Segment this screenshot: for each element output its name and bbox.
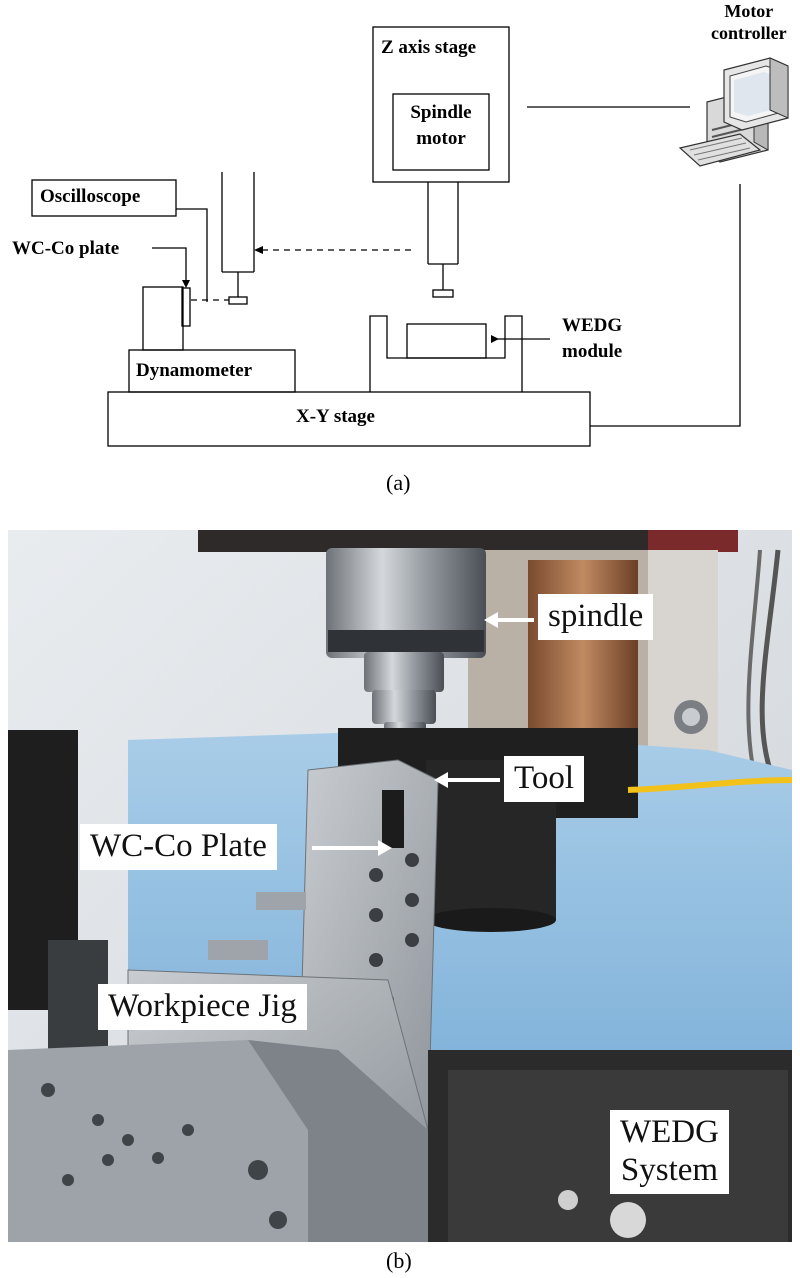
schematic-diagram: Motor controller Z axis stage Spindle mo… <box>0 0 800 500</box>
wedg-module-box <box>406 323 487 359</box>
caption-a: (a) <box>386 470 411 495</box>
wc-co-plate-label: WC-Co plate <box>12 238 120 259</box>
computer-icon <box>678 57 789 167</box>
wedg-frame <box>369 315 523 392</box>
tool-right-tip <box>432 289 454 298</box>
schematic-drawing <box>31 26 789 447</box>
dynamometer-box <box>128 349 296 393</box>
oscilloscope-label: Oscilloscope <box>40 186 141 207</box>
experimental-setup-photo: spindle Tool WC-Co Plate Workpiece Jig W… <box>8 530 792 1242</box>
controller-to-xy-line <box>590 184 741 427</box>
wedg-system-callout: WEDG System <box>610 1110 729 1194</box>
z-axis-stage-box <box>372 26 510 183</box>
motor-controller-label: Motor controller <box>711 1 787 43</box>
plate-holder-block <box>142 286 184 351</box>
xy-stage-box <box>107 391 591 447</box>
xy-stage-label: X-Y stage <box>296 406 375 427</box>
wc-co-plate-pointer <box>152 247 187 282</box>
tool-left-tip <box>228 296 248 305</box>
callout-arrows <box>312 612 534 856</box>
spindle-motor-box <box>392 93 490 171</box>
wedg-module-label: WEDG module <box>562 315 623 362</box>
tool-callout: Tool <box>504 756 585 802</box>
oscilloscope-box <box>31 179 177 217</box>
wc-co-plate-callout: WC-Co Plate <box>80 824 277 870</box>
workpiece-jig-callout: Workpiece Jig <box>98 984 307 1030</box>
oscilloscope-connector <box>176 208 208 302</box>
plate-arrowhead <box>182 280 190 288</box>
caption-b: (b) <box>386 1248 412 1273</box>
spindle-callout: spindle <box>538 594 654 640</box>
dynamometer-label: Dynamometer <box>136 360 253 381</box>
z-axis-stage-label: Z axis stage <box>381 37 476 58</box>
transfer-arrowhead <box>254 246 263 254</box>
spindle-motor-label: Spindle motor <box>410 102 472 149</box>
